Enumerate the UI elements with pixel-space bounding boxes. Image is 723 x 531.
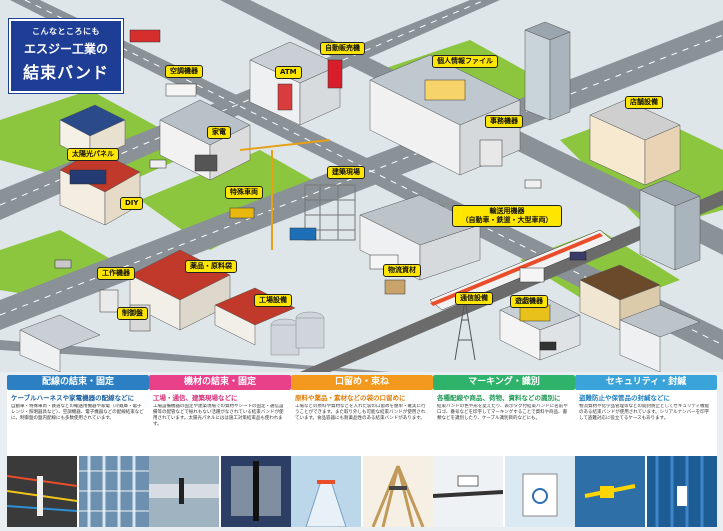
photo-security-seal <box>575 456 645 527</box>
category-description: 工場などの原料や資材などを入れた袋の口留めを簡単・確実に行うことができます。また… <box>295 404 426 421</box>
photo-solar-mount <box>221 456 291 527</box>
category-subtitle: 各種配線や商品、荷物、資料などの識別に <box>437 394 561 402</box>
label-shop: 店舗設備 <box>625 96 663 109</box>
photo-wiring-harness <box>7 456 77 527</box>
label-personal-file: 個人情報ファイル <box>432 55 498 68</box>
photo-container-seal <box>647 456 717 527</box>
label-amusement: 遊戯機器 <box>510 295 548 308</box>
category-photos <box>149 456 291 527</box>
category-subtitle: 原料や薬品・素材などの袋の口留めに <box>295 394 406 402</box>
category-title: セキュリティ・封緘 <box>575 375 717 390</box>
category-description: 工場設備機器の固定や建築現場での資材やシートの固定・通信設備等の配管などで紛れも… <box>153 404 284 427</box>
category-equipment: 機材の結束・固定 工場・通信、建築現場などに 工場設備機器の固定や建築現場での資… <box>149 375 291 527</box>
category-description: 自動車・特殊車両・鉄道などの輸送用機器や家電（冷蔵庫・電子レンジ・照明器具など）… <box>11 404 144 421</box>
photo-bundles <box>363 456 433 527</box>
category-subtitle: ケーブルハーネスや家電機器の配線などに <box>11 394 135 402</box>
category-photos <box>575 456 717 527</box>
label-diy: DIY <box>120 197 144 210</box>
category-photos <box>291 456 433 527</box>
label-special-vehicle: 特殊車両 <box>225 186 263 199</box>
photo-control-panel <box>79 456 149 527</box>
category-title: マーキング・識別 <box>433 375 575 390</box>
feature-objects <box>69 59 551 332</box>
banner-line-1: こんなところにも <box>32 27 100 36</box>
category-photos <box>7 456 149 527</box>
label-materials: 薬品・原料袋 <box>185 260 237 273</box>
label-office: 事務機器 <box>485 115 523 128</box>
category-title: 配線の結束・固定 <box>7 375 149 390</box>
category-subtitle: 盗難防止や保管品の封緘などに <box>579 394 670 402</box>
category-description: 結束バンドの色や形を変えたり、表示タグ付結束バンドに名前やロゴ、番号などを印字し… <box>437 404 568 421</box>
title-banner: こんなところにも エスジー工業の 結束バンド <box>9 19 123 93</box>
category-wiring: 配線の結束・固定 ケーブルハーネスや家電機器の配線などに 自動車・特殊車両・鉄道… <box>7 375 149 527</box>
category-title: 機材の結束・固定 <box>149 375 291 390</box>
category-marking: マーキング・識別 各種配線や商品、荷物、資料などの識別に 結束バンドの色や形を変… <box>433 375 575 527</box>
label-atm: ATM <box>275 66 302 79</box>
label-construction: 建築現場 <box>327 166 365 179</box>
label-factory: 工場設備 <box>254 294 292 307</box>
label-solar: 太陽光パネル <box>67 148 119 161</box>
photo-cable-tag <box>433 456 503 527</box>
label-appliance: 家電 <box>207 126 231 139</box>
label-transport-line1: 輸送用機器 <box>489 207 525 215</box>
label-transport: 輸送用機器 （自動車・鉄道・大型車両） <box>452 205 562 227</box>
category-photos <box>433 456 575 527</box>
photo-bag-tie <box>291 456 361 527</box>
banner-line-2: エスジー工業の <box>23 42 108 56</box>
label-comm: 通信設備 <box>455 292 493 305</box>
label-transport-line2: （自動車・鉄道・大型車両） <box>461 216 553 224</box>
label-aircon: 空調機器 <box>165 65 203 78</box>
category-subtitle: 工場・通信、建築現場などに <box>153 394 238 402</box>
photo-id-tag <box>505 456 575 527</box>
label-logistics: 物流資材 <box>383 264 421 277</box>
category-description: 物流資材や化学品管理等などの開封防止としてセキュリティ機能のある結束バンドが使用… <box>579 404 710 421</box>
banner-line-3: 結束バンド <box>23 63 109 82</box>
category-title: 口留め・束ね <box>291 375 433 390</box>
label-vending: 自動販売機 <box>320 42 365 55</box>
category-bag-closure: 口留め・束ね 原料や薬品・素材などの袋の口留めに 工場などの原料や資材などを入れ… <box>291 375 433 527</box>
category-section: 配線の結束・固定 ケーブルハーネスや家電機器の配線などに 自動車・特殊車両・鉄道… <box>7 375 718 527</box>
category-security: セキュリティ・封緘 盗難防止や保管品の封緘などに 物流資材や化学品管理等などの開… <box>575 375 717 527</box>
label-control-panel: 制御盤 <box>117 307 148 320</box>
photo-pipe-fixing <box>149 456 219 527</box>
label-machine: 工作機器 <box>97 267 135 280</box>
